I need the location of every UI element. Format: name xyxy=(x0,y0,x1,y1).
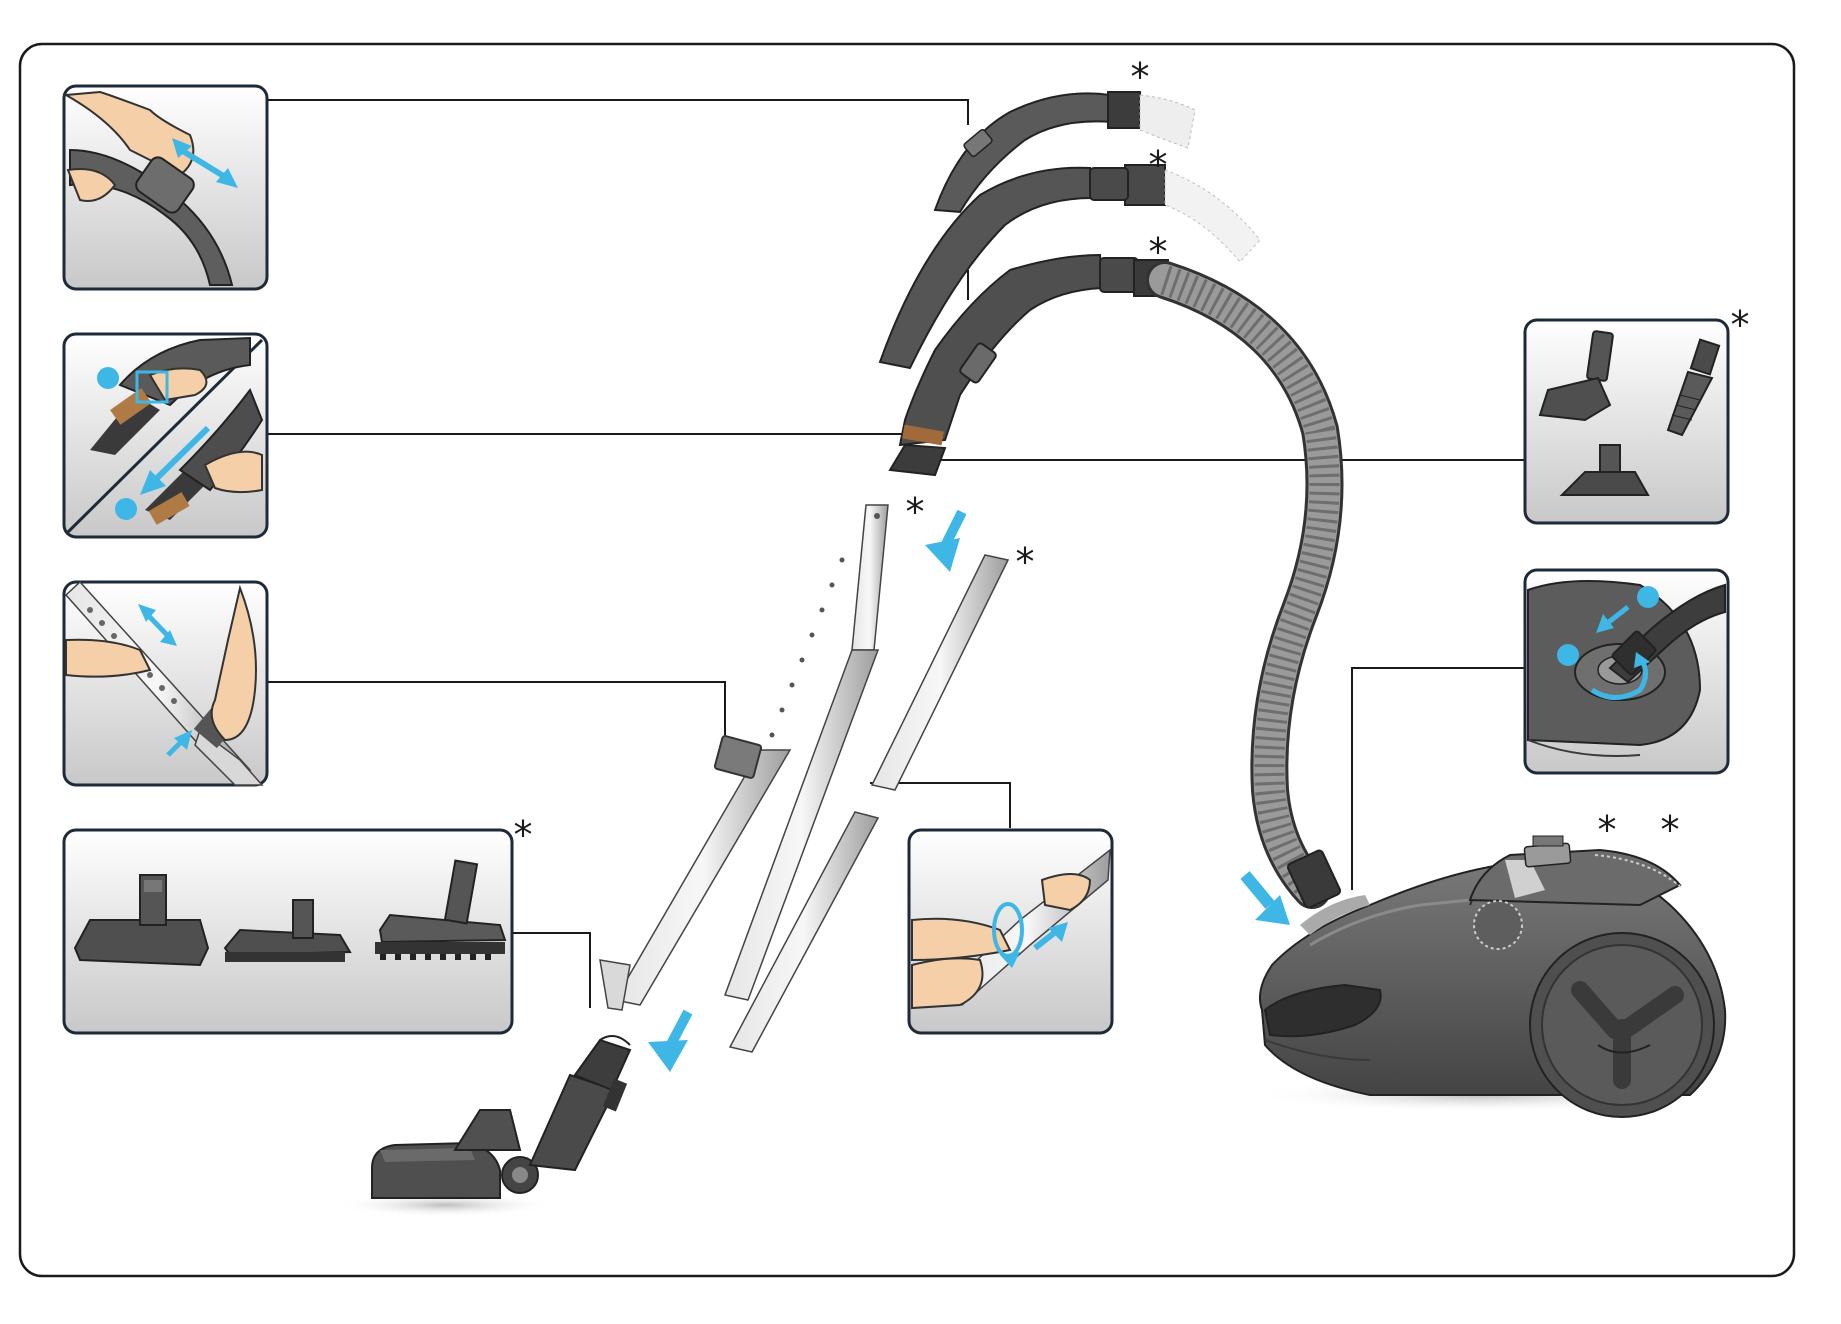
svg-text:*: * xyxy=(1016,540,1035,584)
panel-brush-nozzle xyxy=(64,334,267,537)
arrow-down-nozzle-icon xyxy=(648,1012,688,1072)
panel-handle-slider xyxy=(64,86,267,289)
optional-marker: * xyxy=(514,813,533,857)
optional-markers-tubes: * * xyxy=(906,490,1035,584)
panel-hose-connection xyxy=(1525,570,1728,773)
telescopic-tube xyxy=(600,505,888,1010)
svg-text:*: * xyxy=(1598,808,1617,852)
panel-telescopic-tube xyxy=(64,582,267,785)
svg-text:*: * xyxy=(1661,808,1680,852)
arrow-down-tube-icon xyxy=(925,512,962,572)
optional-markers-body: * * xyxy=(1598,808,1680,852)
panel-floor-nozzles xyxy=(64,830,512,1033)
floor-nozzle xyxy=(335,1036,630,1217)
svg-text:*: * xyxy=(1149,143,1168,187)
panel-small-nozzles xyxy=(1525,320,1728,523)
optional-marker: * xyxy=(1731,303,1750,347)
panel-tube-joining xyxy=(909,830,1112,1033)
svg-text:*: * xyxy=(906,490,925,534)
hose xyxy=(1165,280,1341,909)
svg-text:*: * xyxy=(1131,55,1150,99)
